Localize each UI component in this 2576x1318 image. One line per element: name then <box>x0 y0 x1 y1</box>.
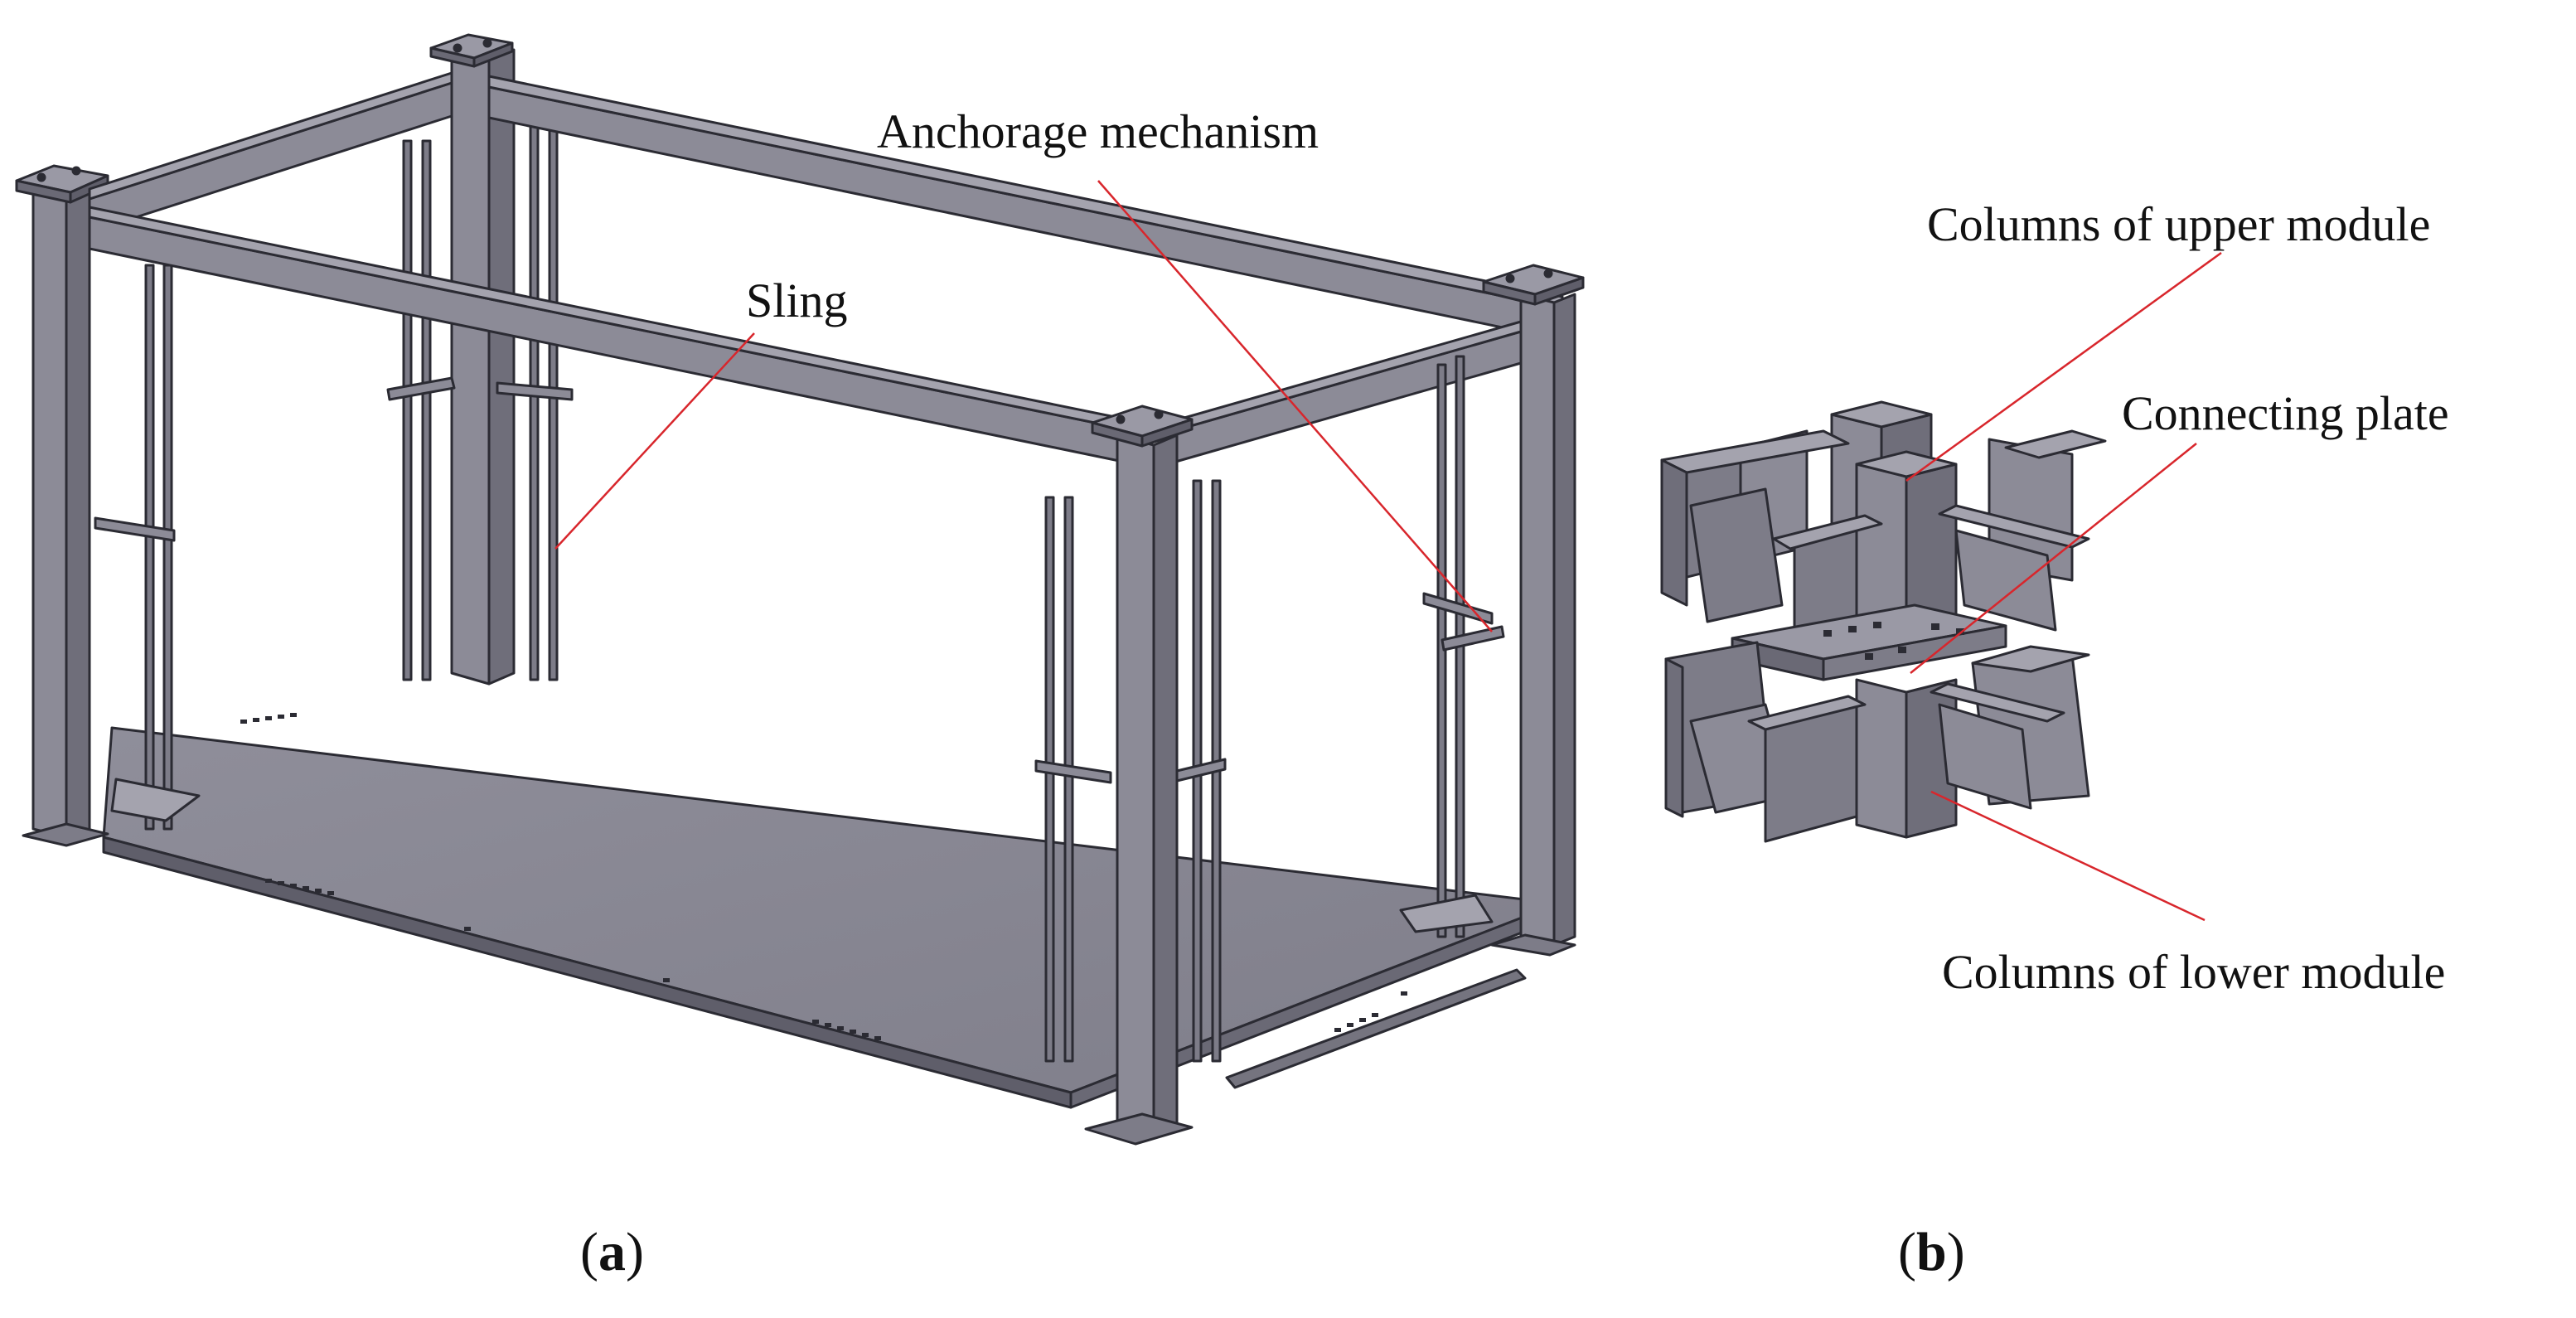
caption-a: (a) <box>580 1222 644 1282</box>
label-sling: Sling <box>746 274 848 327</box>
caption-b-open: ( <box>1898 1222 1916 1282</box>
caption-a-letter: a <box>598 1222 626 1282</box>
lower-module-columns <box>1664 641 2090 843</box>
top-beams <box>88 71 1564 464</box>
right-floor-corner <box>1399 894 1494 933</box>
connecting-plates <box>1731 603 2007 681</box>
panel-a-module-frame <box>15 33 1585 1146</box>
leader-lower-columns <box>1930 790 2206 922</box>
front-column <box>1084 405 1194 1146</box>
caption-a-open: ( <box>580 1222 598 1282</box>
label-connecting-plate: Connecting plate <box>2122 386 2449 440</box>
left-anchorage-bracket <box>94 516 176 542</box>
left-floor-corner <box>110 778 201 822</box>
leader-upper-columns <box>1905 251 2222 482</box>
label-columns-upper-module: Columns of upper module <box>1927 197 2430 251</box>
caption-b-letter: b <box>1916 1222 1947 1282</box>
leader-lines <box>554 180 2222 922</box>
label-columns-lower-module: Columns of lower module <box>1942 945 2445 999</box>
panel-b-joint <box>1660 400 2107 843</box>
leader-sling <box>554 332 755 550</box>
left-column <box>15 164 109 847</box>
floor-plate <box>102 713 1560 1109</box>
back-right-column <box>1482 264 1585 957</box>
leader-anchorage <box>1097 180 1493 632</box>
rear-column <box>429 33 516 686</box>
rear-anchorage-brackets <box>386 376 574 401</box>
caption-b: (b) <box>1898 1222 1965 1282</box>
front-anchorage-bracket-left <box>1034 759 1112 784</box>
caption-a-close: ) <box>626 1222 644 1282</box>
caption-b-close: ) <box>1947 1222 1965 1282</box>
label-anchorage-mechanism: Anchorage mechanism <box>877 104 1319 158</box>
leader-connecting-plate <box>1910 443 2197 674</box>
